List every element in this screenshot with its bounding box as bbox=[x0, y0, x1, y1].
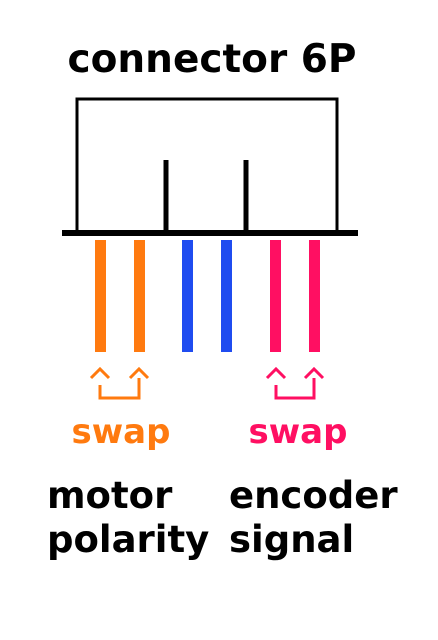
connector-outline bbox=[75, 97, 339, 232]
connector-housing bbox=[75, 97, 339, 232]
encoder-wire-2 bbox=[309, 240, 320, 352]
motor-wire-1 bbox=[95, 240, 106, 352]
diagram-title: connector 6P bbox=[68, 37, 357, 82]
motor-wire-2 bbox=[134, 240, 145, 352]
motor-desc-line2: polarity bbox=[47, 518, 209, 561]
swap-arrows-icon bbox=[265, 366, 325, 400]
encoder-desc-line2: signal bbox=[229, 518, 354, 561]
swap-arrows-icon bbox=[89, 366, 150, 400]
motor-swap-label: swap bbox=[72, 412, 171, 452]
encoder-swap-label: swap bbox=[249, 412, 348, 452]
motor-desc-line1: motor bbox=[47, 474, 173, 517]
wire-group bbox=[95, 240, 320, 352]
middle-wire-2 bbox=[221, 240, 232, 352]
encoder-desc-line1: encoder bbox=[229, 474, 398, 517]
middle-wire-1 bbox=[182, 240, 193, 352]
encoder-wire-1 bbox=[270, 240, 281, 352]
